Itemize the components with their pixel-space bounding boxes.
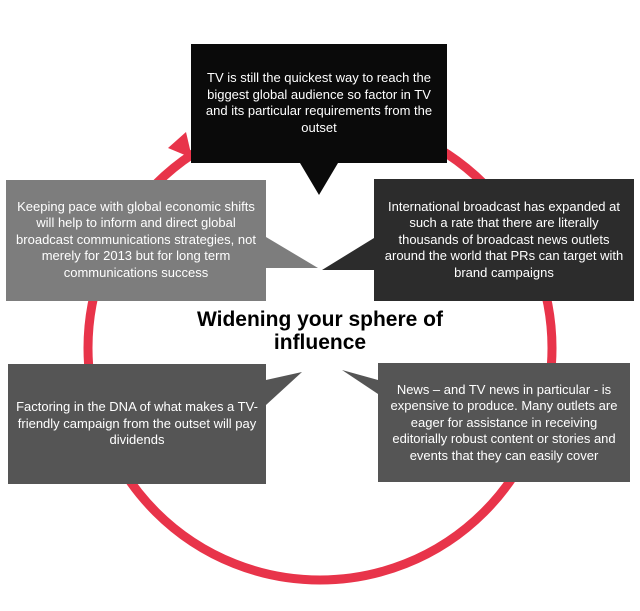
left-lower-box-text: Factoring in the DNA of what makes a TV-…: [16, 399, 258, 448]
cycle-arrowhead-icon: [168, 132, 192, 158]
diagram-title: Widening your sphere of influence: [197, 308, 443, 354]
right-upper-box-text: International broadcast has expanded at …: [384, 198, 624, 280]
left-upper-box-shape: [6, 180, 318, 301]
right-upper-box-shape: [322, 179, 634, 301]
right-lower-box-shape: [342, 363, 630, 482]
right-lower-box-text: News – and TV news in particular - is ex…: [390, 381, 618, 463]
top-box-text: TV is still the quickest way to reach th…: [205, 70, 433, 135]
left-lower-box-shape: [8, 364, 302, 484]
left-upper-box-text: Keeping pace with global economic shifts…: [16, 198, 256, 280]
top-box-shape: [191, 44, 447, 195]
